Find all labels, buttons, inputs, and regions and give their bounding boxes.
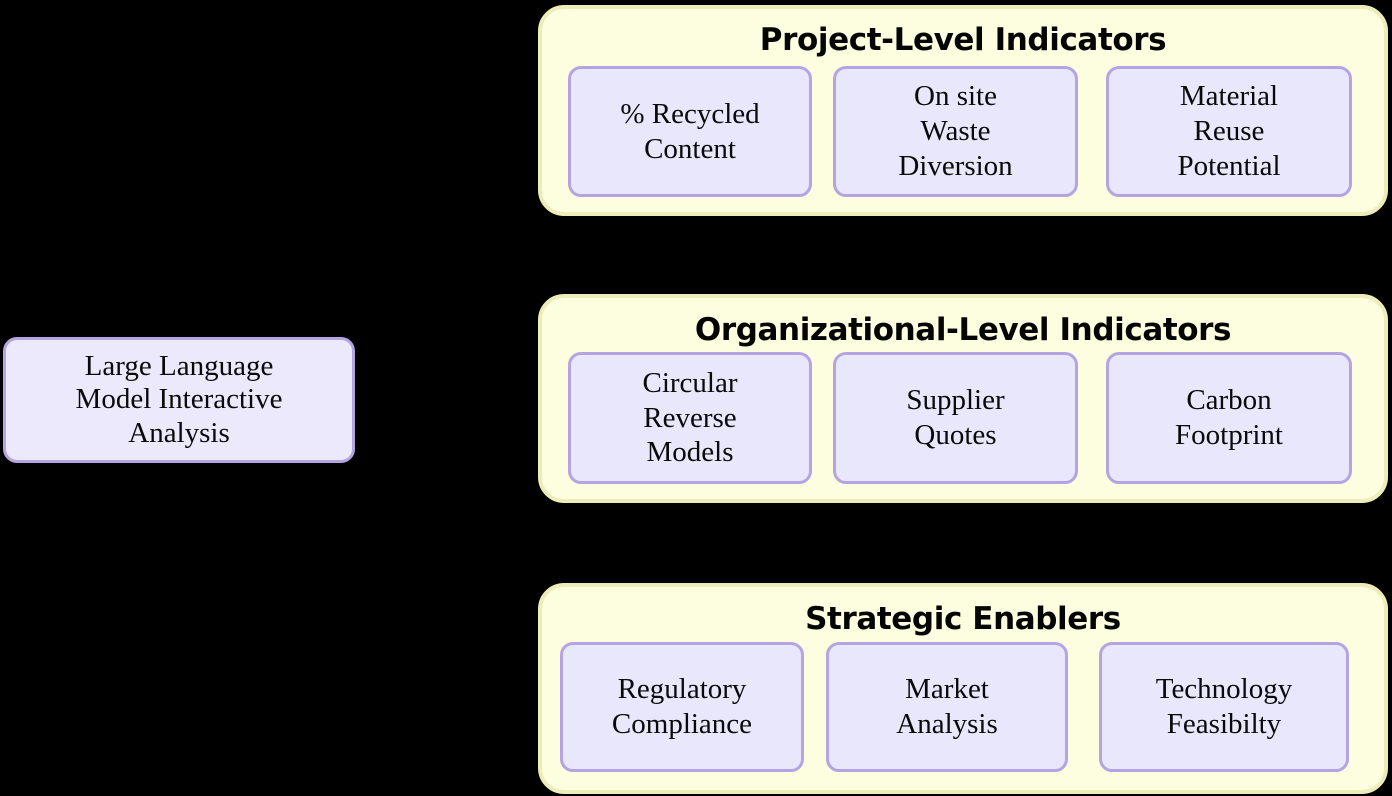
node-llm-line-3: Analysis bbox=[128, 416, 230, 449]
item-label: Circular Reverse Models bbox=[642, 366, 737, 470]
item-market-analysis[interactable]: Market Analysis bbox=[826, 642, 1068, 772]
item-circular-reverse-models[interactable]: Circular Reverse Models bbox=[568, 352, 812, 484]
item-line-2: Content bbox=[644, 132, 736, 165]
panel-title-organizational-level-indicators: Organizational-Level Indicators bbox=[694, 312, 1232, 348]
panel-strategic-item-row: Regulatory Compliance Market Analysis Te… bbox=[542, 587, 1384, 790]
item-percent-recycled-content[interactable]: % Recycled Content bbox=[568, 66, 812, 197]
panel-title-project-level-indicators: Project-Level Indicators bbox=[759, 22, 1167, 58]
item-line-1: Supplier bbox=[906, 384, 1005, 417]
panel-organizational-level-indicators: Organizational-Level Indicators Circular… bbox=[538, 294, 1388, 503]
item-label: Technology Feasibilty bbox=[1156, 672, 1293, 742]
item-label: Supplier Quotes bbox=[906, 383, 1004, 453]
item-label: Material Reuse Potential bbox=[1177, 79, 1280, 183]
item-line-1: Market bbox=[905, 673, 989, 706]
item-label: Carbon Footprint bbox=[1175, 383, 1283, 453]
item-material-reuse-potential[interactable]: Material Reuse Potential bbox=[1106, 66, 1352, 197]
item-line-2: Compliance bbox=[611, 708, 753, 740]
item-line-1: Technology bbox=[1155, 673, 1293, 706]
panel-organizational-item-row: Circular Reverse Models Supplier Quotes … bbox=[542, 298, 1384, 499]
panel-project-item-row: % Recycled Content On site Waste Diversi… bbox=[542, 9, 1384, 212]
item-line-1: % Recycled bbox=[620, 97, 760, 130]
panel-strategic-enablers: Strategic Enablers Regulatory Compliance… bbox=[538, 583, 1388, 794]
node-llm-line-2: Model Interactive bbox=[75, 383, 283, 416]
item-line-3: Models bbox=[646, 436, 734, 469]
item-line-1: Regulatory bbox=[617, 673, 747, 706]
item-line-2: Analysis bbox=[896, 708, 998, 740]
node-llm-label: Large Language Model Interactive Analysi… bbox=[76, 350, 283, 451]
item-line-3: Potential bbox=[1177, 149, 1281, 182]
item-on-site-waste-diversion[interactable]: On site Waste Diversion bbox=[833, 66, 1078, 197]
item-label: Regulatory Compliance bbox=[612, 672, 752, 742]
node-llm-line-1: Large Language bbox=[84, 349, 274, 382]
item-line-2: Reverse bbox=[643, 401, 737, 434]
item-line-2: Reuse bbox=[1193, 115, 1265, 148]
item-carbon-footprint[interactable]: Carbon Footprint bbox=[1106, 352, 1352, 484]
item-line-2: Feasibilty bbox=[1166, 708, 1282, 740]
item-line-3: Diversion bbox=[898, 149, 1013, 182]
item-line-1: Material bbox=[1179, 80, 1279, 113]
panel-title-strategic-enablers: Strategic Enablers bbox=[805, 601, 1121, 637]
item-supplier-quotes[interactable]: Supplier Quotes bbox=[833, 352, 1078, 484]
item-line-2: Waste bbox=[920, 115, 991, 148]
panel-project-level-indicators: Project-Level Indicators % Recycled Cont… bbox=[538, 5, 1388, 216]
item-regulatory-compliance[interactable]: Regulatory Compliance bbox=[560, 642, 804, 772]
item-line-1: Carbon bbox=[1186, 384, 1272, 417]
item-label: Market Analysis bbox=[896, 672, 998, 742]
item-line-1: Circular bbox=[642, 366, 738, 399]
node-llm-interactive-analysis[interactable]: Large Language Model Interactive Analysi… bbox=[3, 337, 355, 463]
item-line-2: Quotes bbox=[914, 419, 997, 451]
item-label: % Recycled Content bbox=[620, 97, 759, 167]
item-line-1: On site bbox=[914, 80, 997, 113]
item-label: On site Waste Diversion bbox=[898, 79, 1012, 183]
item-line-2: Footprint bbox=[1175, 419, 1283, 451]
item-technology-feasibilty[interactable]: Technology Feasibilty bbox=[1099, 642, 1349, 772]
